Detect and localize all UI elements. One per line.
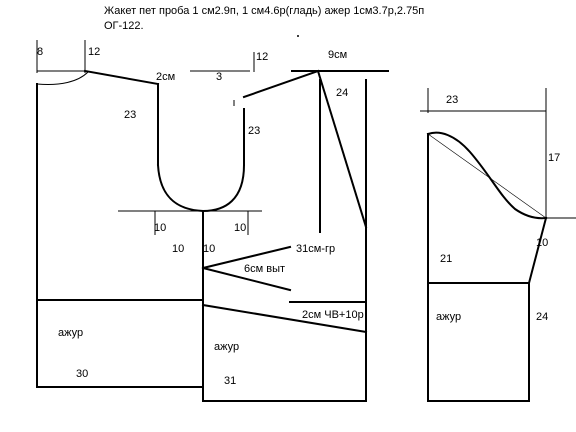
back-lace-label: ажур — [58, 327, 83, 339]
underarm-left-label: 10 — [154, 222, 166, 234]
sleeve-lace-label: ажур — [436, 311, 461, 323]
stray-dot — [297, 35, 299, 37]
shoulder-drop-label: 2см — [156, 71, 175, 83]
sleeve-lace-length-label: 24 — [536, 311, 548, 323]
sleeve-cap-height-label: 17 — [548, 152, 560, 164]
front-neck-width-label: 9см — [328, 49, 347, 61]
armhole-curve-left — [156, 163, 205, 213]
armhole-cutout — [118, 100, 262, 235]
front-lace-width-label: 31 — [224, 375, 236, 387]
sleeve-piece — [420, 88, 576, 402]
pattern-title: Жакет пет проба 1 см2.9п, 1 см4.6р(гладь… — [104, 5, 424, 17]
back-piece — [36, 40, 250, 301]
front-length-label: 31см-гр — [296, 243, 335, 255]
pattern-gauge-line: ОГ-122. — [104, 20, 144, 32]
back-armhole-height-label: 23 — [124, 109, 136, 121]
back-neck-curve — [36, 71, 89, 85]
back-neck-width-label: 8 — [37, 46, 43, 58]
dart-upper-line — [201, 245, 292, 270]
dart-label: 6см выт — [244, 263, 285, 275]
armhole-curve-right — [201, 163, 246, 213]
sleeve-right-upper — [527, 216, 548, 285]
front-lace-label: ажур — [214, 341, 239, 353]
front-armhole-height-label: 23 — [248, 125, 260, 137]
underarm-right-label: 10 — [234, 222, 246, 234]
sleeve-cap-chord — [427, 133, 547, 219]
back-lower-panel — [36, 299, 204, 388]
sleeve-width-label: 23 — [446, 94, 458, 106]
side-left-label: 10 — [172, 243, 184, 255]
front-shoulder-slope — [242, 69, 320, 99]
front-shoulder-width-label: 12 — [256, 51, 268, 63]
front-yoke-hem — [201, 303, 368, 334]
side-right-label: 10 — [203, 243, 215, 255]
back-lace-width-label: 30 — [76, 368, 88, 380]
back-shoulder-width-label: 12 — [88, 46, 100, 58]
dart-lower-line — [201, 266, 292, 292]
front-neck-depth-label: 24 — [336, 87, 348, 99]
shoulder-gap-label: 3 — [216, 71, 222, 83]
front-neck-diagonal — [316, 69, 368, 229]
back-shoulder-slope — [83, 69, 160, 86]
front-piece — [201, 52, 389, 402]
lengthen-label: 2см ЧВ+10р — [302, 309, 364, 321]
sleeve-cap-curve — [426, 131, 548, 220]
sleeve-length-label: 21 — [440, 253, 452, 265]
sleeve-taper-label: 10 — [536, 237, 548, 249]
